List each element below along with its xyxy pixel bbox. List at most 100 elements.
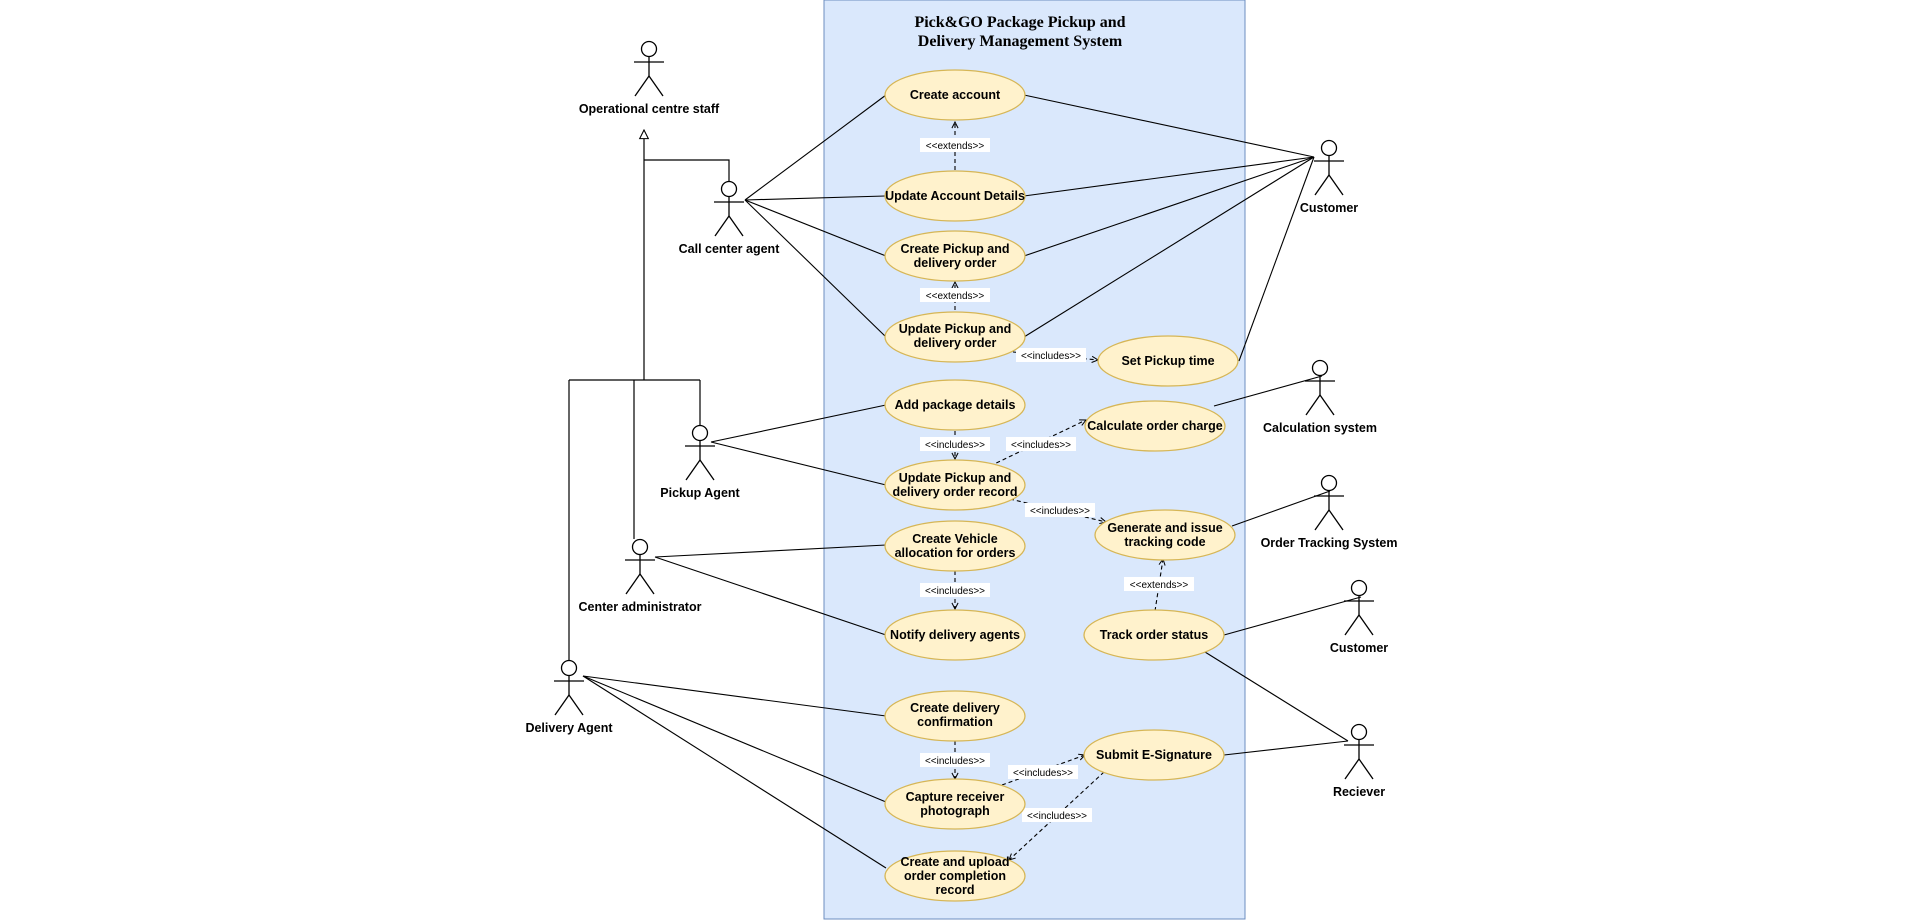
stick-figure-part [720,180,738,198]
stick-figure-part [1328,174,1344,196]
stick-figure-part [1358,614,1374,636]
stick-figure-part [640,40,658,58]
actor-operational-centre-staff[interactable]: Operational centre staff [579,40,720,117]
actor-label: Reciever [1333,785,1385,799]
stick-figure-part [1344,614,1360,636]
association-lines [582,94,1362,869]
stick-figure-part [631,538,649,556]
svg-text:Create account: Create account [910,88,1001,102]
includes-label: <<includes>> [1011,440,1071,451]
extends-label: <<extends>> [926,141,985,152]
stick-figure-part [685,459,701,481]
actor-label: Calculation system [1263,421,1377,435]
dependency-lines [955,122,1163,860]
stick-figure-part [699,459,715,481]
actor-label: Center administrator [579,600,702,614]
use-case-submit-e-signature[interactable]: Submit E-Signature [1083,729,1225,781]
includes-label: <<includes>> [925,440,985,451]
includes-label: <<includes>> [1030,506,1090,517]
system-title-line-1: Pick&GO Package Pickup and [914,14,1125,31]
stick-figure-part [1314,174,1330,196]
svg-text:Submit E-Signature: Submit E-Signature [1096,748,1212,762]
stick-figure-part [1305,394,1321,416]
includes-label: <<includes>> [925,756,985,767]
stick-figure-part [648,75,664,97]
svg-text:Calculate order charge: Calculate order charge [1087,419,1223,433]
svg-text:Update Account Details: Update Account Details [885,189,1025,203]
actor-label: Pickup Agent [660,486,740,500]
actor-pickup-agent[interactable]: Pickup Agent [660,424,741,501]
actor-label: Delivery Agent [525,721,613,735]
actor-calculation-system[interactable]: Calculation system [1263,359,1377,436]
includes-label: <<includes>> [1021,351,1081,362]
actor-delivery-agent[interactable]: Delivery Agent [525,659,613,736]
actor-center-administrator[interactable]: Center administrator [579,538,702,615]
extends-label: <<extends>> [926,291,985,302]
stick-figure-part [1319,394,1335,416]
stick-figure-part [568,694,584,716]
actor-call-center-agent[interactable]: Call center agent [679,180,781,257]
stick-figure-part [1358,758,1374,780]
stick-figure-part [1350,723,1368,741]
svg-text:Set Pickup time: Set Pickup time [1121,354,1214,368]
stick-figure-part [1328,509,1344,531]
includes-label: <<includes>> [1027,811,1087,822]
stick-figure-part [625,573,641,595]
includes-label: <<includes>> [1013,768,1073,779]
relationship-labels: <<extends>> <<extends>> <<includes>> <<i… [920,138,1194,822]
stick-figure-part [634,75,650,97]
svg-text:Notify delivery agents: Notify delivery agents [890,628,1020,642]
svg-text:Track order status: Track order status [1100,628,1208,642]
extends-label: <<extends>> [1130,580,1189,591]
actor-customer-track[interactable]: Customer [1330,579,1388,656]
actor-customer-main[interactable]: Customer [1300,139,1358,216]
svg-text:Add package details: Add package details [895,398,1016,412]
generalization-tree [568,130,730,660]
use-case-create-account[interactable]: Create account [884,69,1026,121]
actor-label: Operational centre staff [579,102,720,116]
actor-label: Order Tracking System [1261,536,1398,550]
stick-figure-part [1350,579,1368,597]
actor-order-tracking-system[interactable]: Order Tracking System [1261,474,1398,551]
actor-label: Customer [1300,201,1358,215]
stick-figure-part [1344,758,1360,780]
actor-receiver[interactable]: Reciever [1333,723,1385,800]
use-case-track-order-status[interactable]: Track order status [1083,609,1225,661]
system-boundary [823,0,1246,920]
system-title-line-2: Delivery Management System [918,33,1123,50]
actor-label: Customer [1330,641,1388,655]
use-case-calculate-order-charge[interactable]: Calculate order charge [1084,400,1226,452]
stick-figure-part [560,659,578,677]
stick-figure-part [639,573,655,595]
use-case-update-account-details[interactable]: Update Account Details [884,170,1026,222]
stick-figure-part [554,694,570,716]
includes-label: <<includes>> [925,586,985,597]
use-case-add-package-details[interactable]: Add package details [884,379,1026,431]
use-case-set-pickup-time[interactable]: Set Pickup time [1097,335,1239,387]
actor-label: Call center agent [679,242,781,256]
stick-figure-part [691,424,709,442]
stick-figure-part [1311,359,1329,377]
use-case-notify-delivery-agents[interactable]: Notify delivery agents [884,609,1026,661]
stick-figure-part [1314,509,1330,531]
stick-figure-part [1320,474,1338,492]
stick-figure-part [1320,139,1338,157]
stick-figure-part [728,215,744,237]
